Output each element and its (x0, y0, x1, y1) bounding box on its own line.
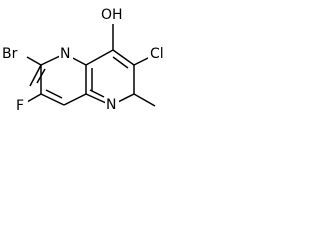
atom-oh-label: OH (101, 7, 123, 23)
atom-labels: Br F N N OH Cl (0, 4, 170, 116)
bond-c7-f (26, 93, 42, 103)
bond-c2-methyl (133, 93, 156, 107)
bond-c4a-c4 (85, 49, 114, 66)
bond-c8-c7 (40, 93, 65, 106)
bond-n1-c8a-inner (89, 89, 105, 98)
atom-f-label: F (16, 98, 24, 114)
atom-n1-label: N (60, 46, 70, 62)
atom-br: Br (0, 43, 26, 63)
atom-cl: Cl (148, 43, 170, 63)
bond-c2-c3 (29, 64, 42, 87)
bonds (26, 24, 156, 107)
bond-c8-c7-inner (45, 89, 63, 99)
bond-c8a-c8 (63, 93, 87, 106)
atom-n1: N (59, 45, 73, 63)
bond-n1-c8a (85, 93, 107, 104)
atom-n2: N (105, 96, 119, 114)
molecule-structure: Br F N N OH Cl (0, 4, 170, 116)
atom-oh: OH (100, 4, 126, 24)
atom-br-label: Br (2, 46, 18, 62)
bond-c6-br (26, 56, 42, 66)
structure-canvas: Br F N N OH Cl (0, 0, 234, 138)
atom-cl-label: Cl (150, 46, 164, 62)
bond-c4-c3 (112, 49, 135, 66)
atom-f: F (12, 96, 28, 116)
atom-n2-label: N (106, 97, 116, 113)
bond-c3-c4 (40, 54, 63, 66)
bond-c4-c3-inner (112, 56, 129, 69)
bond-c3-cl (133, 56, 151, 66)
